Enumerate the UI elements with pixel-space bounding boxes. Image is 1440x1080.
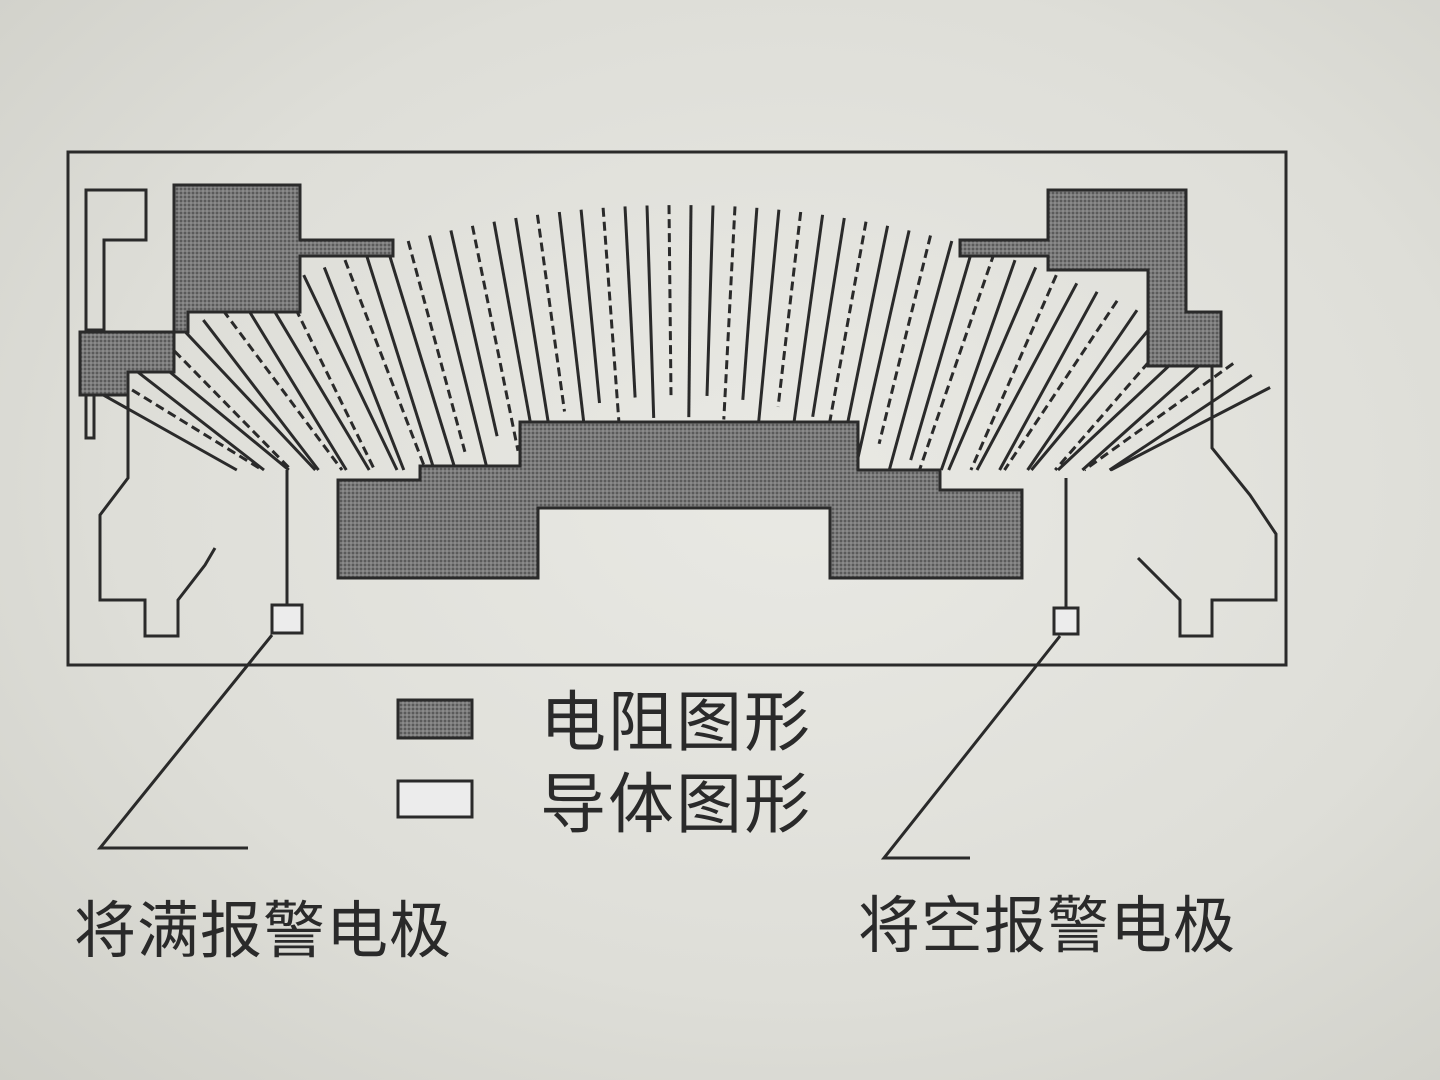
legend-conductor-swatch <box>396 779 474 819</box>
comb-finger <box>975 282 1079 471</box>
comb-finger <box>385 246 457 471</box>
legend-conductor-label: 导体图形 <box>540 766 812 843</box>
comb-finger <box>705 205 715 396</box>
comb-finger <box>1003 299 1119 471</box>
comb-finger <box>364 252 436 470</box>
comb-finger <box>322 266 406 471</box>
bottom-resistor-block <box>336 420 1024 580</box>
comb-finger <box>947 266 1038 471</box>
comb-finger <box>449 230 499 437</box>
comb-finger <box>1083 362 1235 472</box>
comb-finger <box>202 319 320 471</box>
comb-finger <box>514 217 553 439</box>
comb-finger <box>182 329 317 472</box>
comb-finger <box>492 221 532 423</box>
comb-finger <box>998 291 1099 471</box>
comb-finger <box>645 205 656 418</box>
full-alarm-leader-line <box>96 634 274 850</box>
left-conductor-paddle <box>98 372 217 638</box>
comb-finger <box>163 339 293 472</box>
legend-resistor-label: 电阻图形 <box>540 684 812 761</box>
comb-finger <box>89 386 238 472</box>
empty-alarm-electrode-label: 将空报警电极 <box>858 889 1237 962</box>
comb-finger <box>887 240 954 471</box>
comb-finger <box>470 225 520 452</box>
empty-alarm-leader-line <box>880 635 1062 860</box>
comb-finger <box>601 207 621 422</box>
comb-finger <box>221 309 344 471</box>
comb-finger <box>856 230 911 459</box>
comb-finger <box>918 252 996 471</box>
comb-finger <box>557 211 586 429</box>
right-resistor-pad <box>958 188 1223 368</box>
full-alarm-electrode-pad <box>270 603 304 635</box>
comb-finger <box>125 362 265 472</box>
comb-finger <box>406 240 467 453</box>
comb-finger <box>811 217 846 418</box>
comb-finger <box>1110 386 1271 472</box>
substrate-frame <box>66 150 1288 667</box>
comb-finger <box>1030 319 1158 471</box>
comb-finger <box>969 274 1058 471</box>
comb-finger <box>844 225 890 430</box>
comb-finger <box>1081 350 1216 472</box>
empty-alarm-electrode-pad <box>1052 606 1080 636</box>
comb-finger <box>741 207 759 401</box>
comb-finger <box>939 259 1017 471</box>
comb-finger <box>1108 374 1253 472</box>
comb-finger <box>1026 309 1139 471</box>
comb-finger <box>722 206 737 420</box>
full-alarm-electrode-label: 将满报警电极 <box>74 894 453 967</box>
comb-finger <box>302 274 399 471</box>
comb-finger <box>776 211 803 408</box>
comb-finger <box>623 206 637 398</box>
comb-finger <box>579 209 601 404</box>
comb-finger <box>281 282 376 471</box>
comb-finger <box>667 205 673 396</box>
comb-finger <box>535 214 566 412</box>
comb-finger <box>687 205 693 418</box>
comb-finger <box>241 300 348 471</box>
comb-finger <box>877 235 932 445</box>
comb-electrode-fan <box>89 205 1271 472</box>
comb-finger <box>261 291 371 471</box>
comb-finger <box>343 259 428 471</box>
comb-finger <box>756 209 781 426</box>
comb-finger <box>107 374 264 472</box>
right-conductor-paddle <box>1136 366 1278 638</box>
legend-resistor-swatch <box>396 698 474 740</box>
comb-finger <box>909 246 975 461</box>
comb-finger <box>791 214 825 434</box>
comb-finger <box>428 235 488 466</box>
comb-finger <box>824 221 868 445</box>
